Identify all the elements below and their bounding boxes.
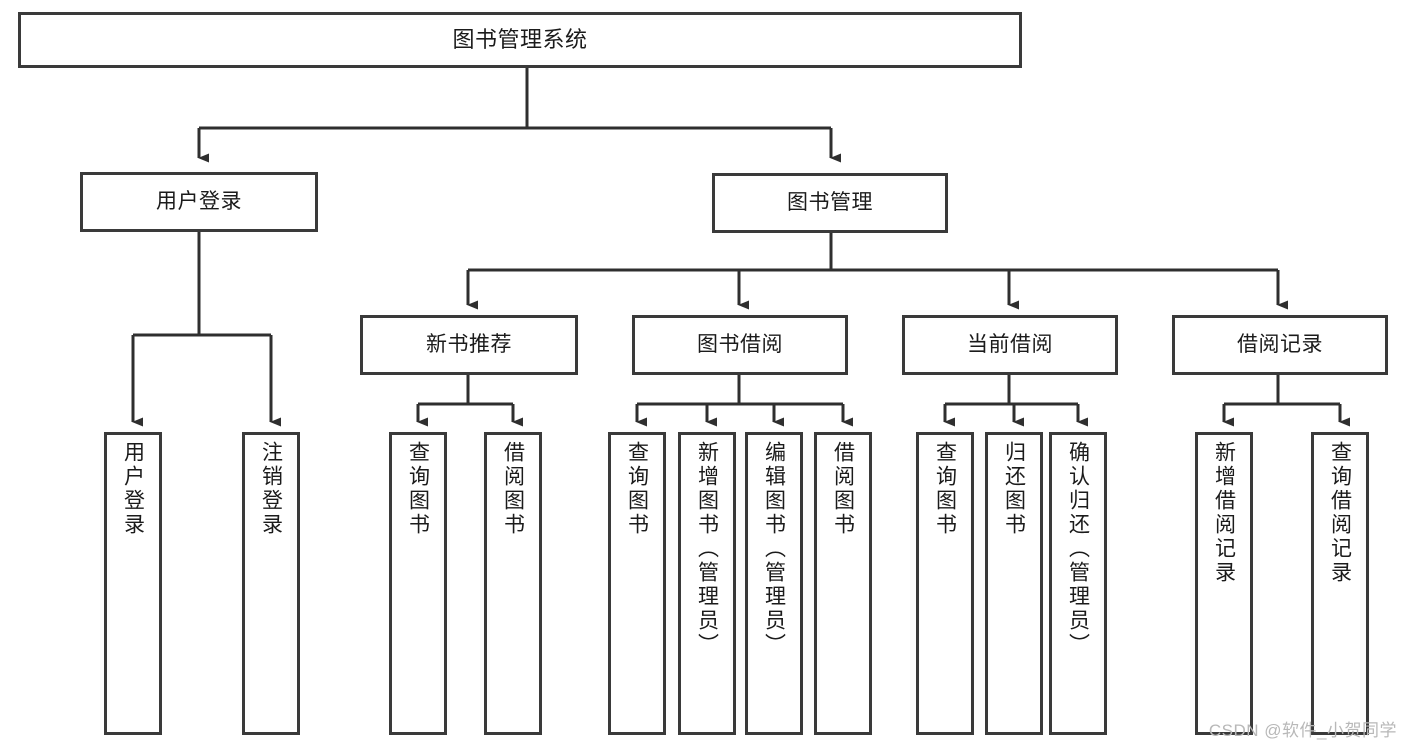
leaf-label: 归还图书 [1002,441,1026,537]
node-new-book-recommend[interactable]: 新书推荐 [360,315,578,375]
leaf-label: 借阅图书 [831,441,855,537]
node-label: 图书管理系统 [452,27,588,53]
node-label: 图书借阅 [697,332,783,356]
leaf-return-book[interactable]: 归还图书 [985,432,1043,735]
leaf-label: 用户登录 [121,441,145,537]
node-label: 借阅记录 [1237,332,1323,356]
node-label: 图书管理 [787,190,873,214]
leaf-label: 新增借阅记录 [1212,441,1236,585]
leaf-query-book-current[interactable]: 查询图书 [916,432,974,735]
node-borrow-record[interactable]: 借阅记录 [1172,315,1388,375]
node-label: 新书推荐 [426,332,512,356]
node-current-borrow[interactable]: 当前借阅 [902,315,1118,375]
leaf-label: 确认归还（管理员） [1066,441,1090,657]
leaf-label: 查询借阅记录 [1328,441,1352,585]
leaf-query-book[interactable]: 查询图书 [608,432,666,735]
leaf-logout[interactable]: 注销登录 [242,432,300,735]
node-user-login[interactable]: 用户登录 [80,172,318,232]
leaf-borrow-book-recommend[interactable]: 借阅图书 [484,432,542,735]
leaf-add-borrow-record[interactable]: 新增借阅记录 [1195,432,1253,735]
leaf-user-login[interactable]: 用户登录 [104,432,162,735]
leaf-label: 借阅图书 [501,441,525,537]
leaf-label: 查询图书 [625,441,649,537]
leaf-label: 查询图书 [406,441,430,537]
leaf-borrow-book[interactable]: 借阅图书 [814,432,872,735]
leaf-label: 查询图书 [933,441,957,537]
node-label: 用户登录 [156,189,242,213]
leaf-edit-book-admin[interactable]: 编辑图书（管理员） [745,432,803,735]
leaf-label: 新增图书（管理员） [695,441,719,657]
leaf-query-book-recommend[interactable]: 查询图书 [389,432,447,735]
node-book-management-system[interactable]: 图书管理系统 [18,12,1022,68]
leaf-confirm-return-admin[interactable]: 确认归还（管理员） [1049,432,1107,735]
node-book-borrow[interactable]: 图书借阅 [632,315,848,375]
leaf-add-book-admin[interactable]: 新增图书（管理员） [678,432,736,735]
leaf-query-borrow-record[interactable]: 查询借阅记录 [1311,432,1369,735]
watermark-text: CSDN @软件_小贺同学 [1208,721,1397,740]
node-book-management[interactable]: 图书管理 [712,173,948,233]
leaf-label: 编辑图书（管理员） [762,441,786,657]
leaf-label: 注销登录 [259,441,283,537]
node-label: 当前借阅 [967,332,1053,356]
